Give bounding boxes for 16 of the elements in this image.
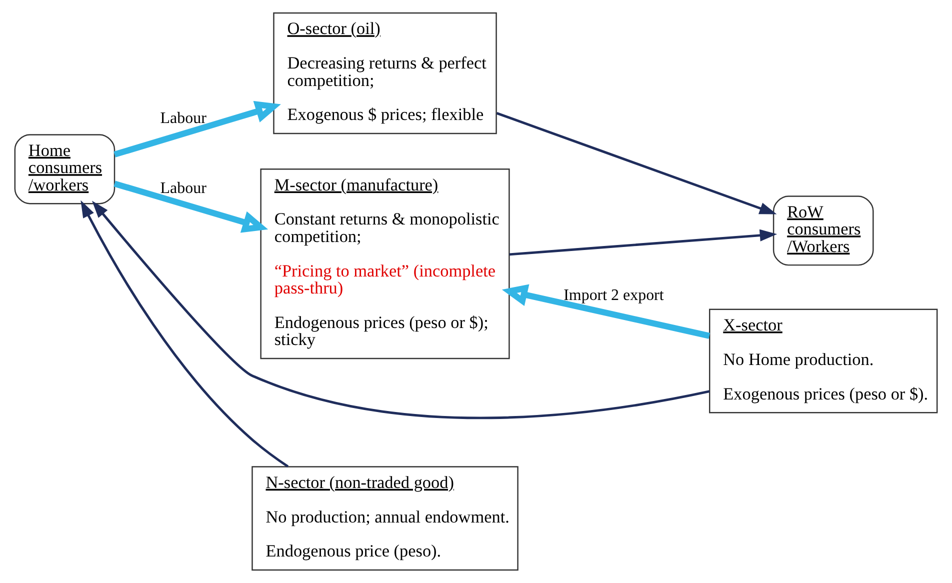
edge-label: Import 2 export xyxy=(564,286,664,304)
arrow xyxy=(502,284,710,339)
node-box: N-sector (non-traded good) No production; annual endowment. Endogenous price (peso). xyxy=(252,466,518,571)
edge-label: Labour xyxy=(160,180,206,198)
arrow xyxy=(114,180,268,233)
node-box: O-sector (oil) Decreasing returns & perfect competition; Exogenous $ prices; flexible xyxy=(273,12,497,134)
arrow xyxy=(509,229,778,256)
arrow xyxy=(114,100,281,158)
arrow xyxy=(80,200,289,468)
edge-label: Labour xyxy=(160,110,206,127)
arrow xyxy=(496,112,777,214)
node-box: RoW consumers /Workers xyxy=(772,196,874,266)
node-box: Home consumers /workers xyxy=(14,134,116,204)
arrow xyxy=(92,200,710,420)
node-box: X-sector No Home production. Exogenous prices (peso or $). xyxy=(709,308,938,414)
node-box: M-sector (manufacture) Constant returns & monopolistic competition; “Pricing to market” (incomplete pass-thru) Endogenous prices (peso or $); sticky xyxy=(260,168,510,360)
